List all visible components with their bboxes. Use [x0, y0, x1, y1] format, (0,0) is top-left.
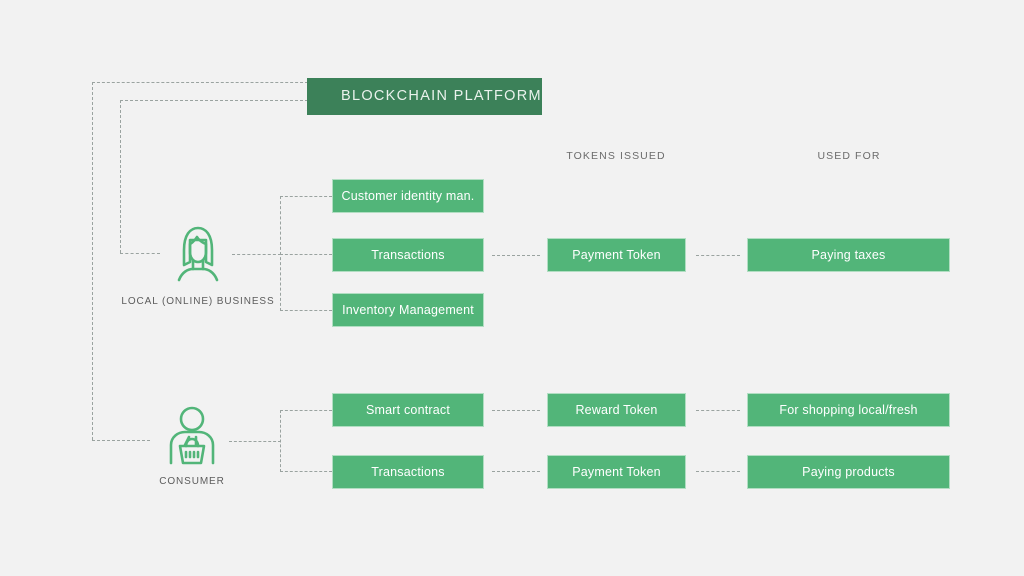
- connector-inner-left: [120, 100, 121, 253]
- person-with-shopping-basket-icon: [169, 406, 215, 465]
- connector-transactions-to-payment-token: [492, 255, 540, 256]
- connector-consumer-to-transactions: [280, 471, 332, 472]
- connector-consumer-transactions-to-payment-token: [492, 471, 540, 472]
- column-caption-used-for: USED FOR: [817, 150, 881, 162]
- node-paying-taxes[interactable]: Paying taxes: [747, 238, 950, 272]
- connector-consumer-to-smart-contract: [280, 410, 332, 411]
- node-for-shopping-local-fresh[interactable]: For shopping local/fresh: [747, 393, 950, 427]
- woman-long-hair-icon: [177, 226, 219, 282]
- connector-outer-left: [92, 82, 93, 440]
- column-caption-tokens-issued: TOKENS ISSUED: [566, 150, 666, 162]
- connector-business-to-inventory: [280, 310, 332, 311]
- node-business-payment-token[interactable]: Payment Token: [547, 238, 686, 272]
- connector-inner-top: [120, 100, 308, 101]
- node-consumer-payment-token[interactable]: Payment Token: [547, 455, 686, 489]
- node-inventory-management[interactable]: Inventory Management: [332, 293, 484, 327]
- node-consumer-transactions[interactable]: Transactions: [332, 455, 484, 489]
- connector-business-trunk: [280, 196, 281, 311]
- connector-outer-top: [92, 82, 308, 83]
- connector-business-to-transactions: [280, 254, 332, 255]
- node-paying-products[interactable]: Paying products: [747, 455, 950, 489]
- node-smart-contract[interactable]: Smart contract: [332, 393, 484, 427]
- connector-payment-token-to-paying-products: [696, 471, 740, 472]
- connector-payment-token-to-paying-taxes: [696, 255, 740, 256]
- node-reward-token[interactable]: Reward Token: [547, 393, 686, 427]
- actor-consumer[interactable]: CONSUMER: [92, 402, 292, 487]
- connector-inner-bottom-to-business: [120, 253, 160, 254]
- node-business-transactions[interactable]: Transactions: [332, 238, 484, 272]
- connector-business-to-customer-identity: [280, 196, 332, 197]
- actor-local-business-label: LOCAL (ONLINE) BUSINESS: [121, 296, 275, 307]
- node-customer-identity-management[interactable]: Customer identity man.: [332, 179, 484, 213]
- actor-consumer-label: CONSUMER: [159, 476, 225, 487]
- connector-reward-token-to-shopping-local: [696, 410, 740, 411]
- actor-local-business[interactable]: LOCAL (ONLINE) BUSINESS: [98, 218, 298, 307]
- connector-consumer-stem: [229, 441, 281, 442]
- connector-smart-contract-to-reward-token: [492, 410, 540, 411]
- connector-business-stem: [232, 254, 281, 255]
- connector-consumer-trunk: [280, 410, 281, 472]
- connector-outer-bottom-to-consumer: [92, 440, 150, 441]
- blockchain-platform-header[interactable]: BLOCKCHAIN PLATFORM: [307, 78, 542, 115]
